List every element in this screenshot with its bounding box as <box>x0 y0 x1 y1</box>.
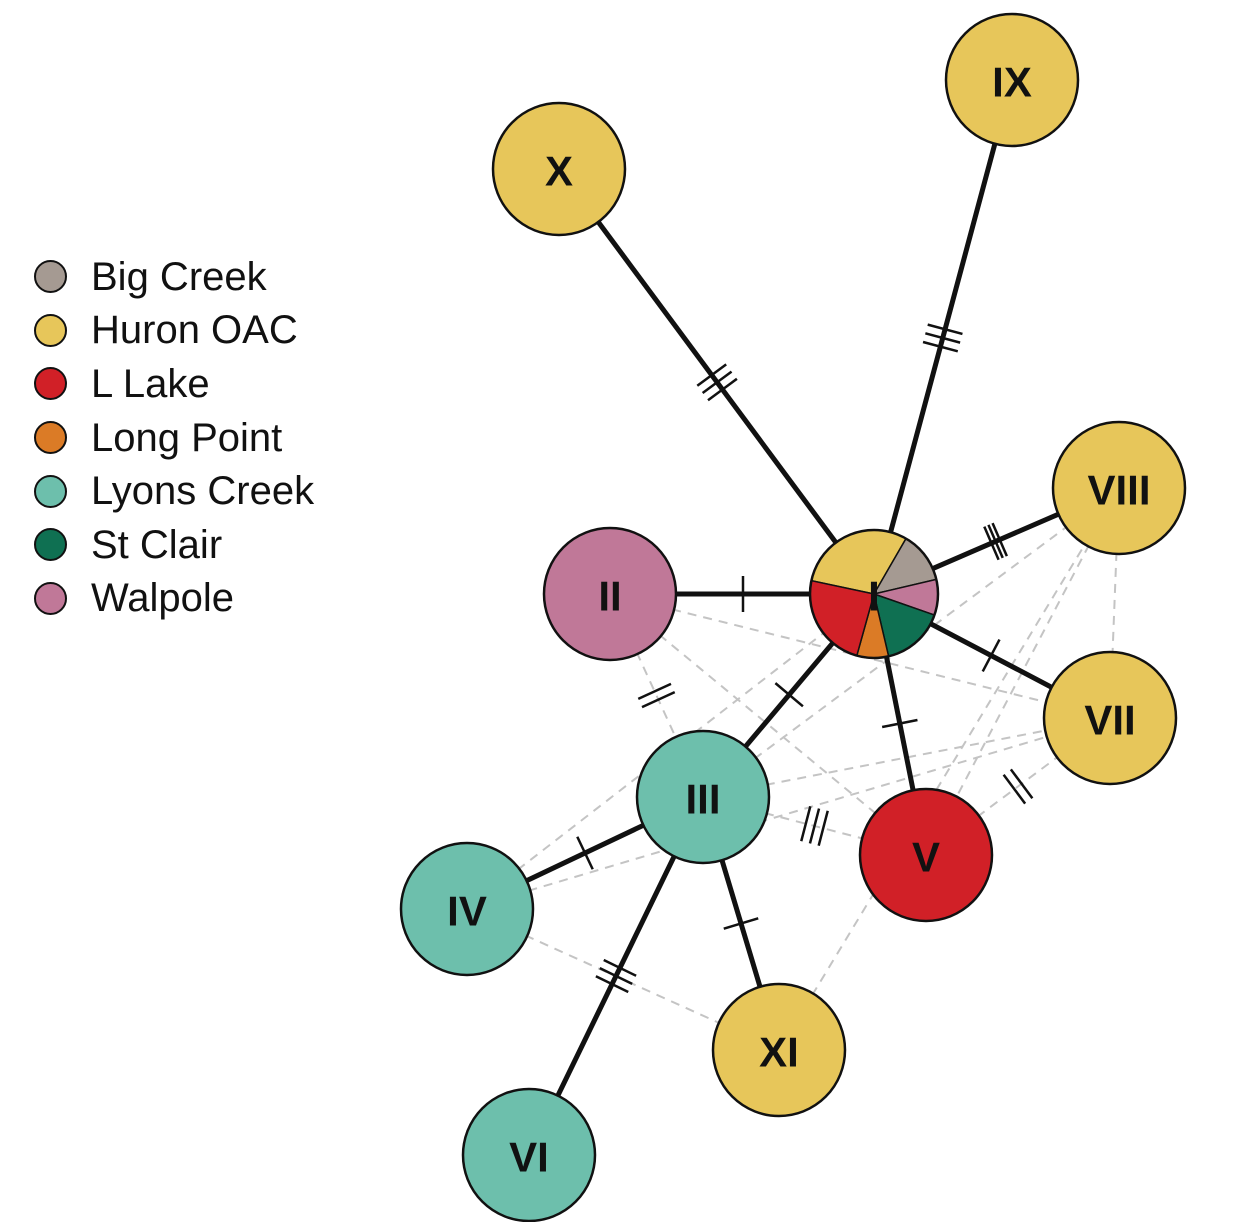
node-label: V <box>912 834 940 881</box>
mutation-tick <box>808 808 821 844</box>
mutation-tick <box>595 975 629 994</box>
legend-label: Walpole <box>91 576 235 621</box>
haplotype-node-ix: IX <box>944 12 1080 148</box>
node-circle <box>711 982 847 1118</box>
legend-swatch <box>34 581 67 615</box>
legend-label: St Clair <box>91 522 223 567</box>
mutation-tick <box>987 524 1004 559</box>
haplotype-node-vi: VI <box>461 1087 597 1222</box>
mutation-tick <box>603 958 637 977</box>
legend-item-walpole: Walpole <box>34 572 314 626</box>
node-circle <box>1051 420 1187 556</box>
legend-item-l-lake: L Lake <box>34 357 314 411</box>
node-circle <box>858 787 994 923</box>
legend-item-st-clair: St Clair <box>34 518 314 572</box>
node-label: IV <box>447 888 487 935</box>
legend-swatch <box>34 474 67 508</box>
legend-item-big-creek: Big Creek <box>34 250 314 304</box>
mutation-tick <box>927 323 963 336</box>
legend-item-long-point: Long Point <box>34 411 314 465</box>
mutation-tick <box>576 836 594 870</box>
haplotype-node-iv: IV <box>399 841 535 977</box>
legend-label: Lyons Creek <box>91 469 315 514</box>
node-label: VI <box>509 1134 549 1181</box>
mutation-tick <box>981 639 1001 673</box>
mutation-tick <box>881 718 918 729</box>
legend-swatch <box>34 260 67 294</box>
alternative-link <box>702 717 1111 798</box>
legend-swatch <box>34 313 67 347</box>
mutation-tick <box>1009 768 1034 799</box>
node-circle <box>944 12 1080 148</box>
node-label: VII <box>1084 697 1135 744</box>
alternative-link <box>925 487 1120 856</box>
node-circle <box>542 526 678 662</box>
mutation-tick <box>696 363 727 387</box>
haplotype-node-x: X <box>491 101 627 237</box>
haplotype-node-iii: III <box>635 729 771 865</box>
node-label: II <box>598 573 621 620</box>
node-circle <box>491 101 627 237</box>
alternative-link <box>609 593 927 856</box>
mutation-tick <box>925 332 961 344</box>
alternative-link <box>466 717 1111 910</box>
haplotype-node-ii: II <box>542 526 678 662</box>
node-label: VIII <box>1087 467 1150 514</box>
alternative-link <box>778 487 1120 1051</box>
node-label: III <box>685 776 720 823</box>
haplotype-node-i: I <box>808 528 940 660</box>
legend-label: Huron OAC <box>91 308 298 353</box>
mutation-tick <box>701 370 733 395</box>
node-label: IX <box>992 59 1032 106</box>
mutation-tick <box>774 682 804 708</box>
node-label: X <box>545 148 573 195</box>
mutation-tick <box>991 522 1009 557</box>
haplotype-node-xi: XI <box>711 982 847 1118</box>
legend-label: Long Point <box>91 415 283 460</box>
haplotype-node-vii: VII <box>1042 650 1178 786</box>
node-label: I <box>868 573 880 620</box>
legend: Big Creek Huron OAC L Lake Long Point Ly… <box>34 250 314 625</box>
node-label: XI <box>759 1029 799 1076</box>
legend-label: Big Creek <box>91 254 267 299</box>
mutation-tick <box>800 805 812 842</box>
mutation-tick <box>922 340 959 353</box>
mutation-tick <box>641 690 676 709</box>
mutation-tick <box>1002 774 1027 805</box>
mutation-tick <box>983 526 1000 561</box>
haplotype-node-v: V <box>858 787 994 923</box>
mutation-tick <box>707 377 738 402</box>
mutation-tick <box>599 967 633 985</box>
legend-item-lyons-creek: Lyons Creek <box>34 464 314 518</box>
legend-label: L Lake <box>91 361 210 406</box>
haplotype-node-viii: VIII <box>1051 420 1187 556</box>
legend-swatch <box>34 421 67 455</box>
node-circle <box>635 729 771 865</box>
legend-item-huron-oac: Huron OAC <box>34 304 314 358</box>
node-circle <box>461 1087 597 1222</box>
legend-swatch <box>34 528 67 562</box>
node-circle <box>1042 650 1178 786</box>
mutation-ticks <box>576 323 1034 994</box>
mutation-tick <box>817 810 829 847</box>
mutation-tick <box>723 917 759 930</box>
legend-swatch <box>34 367 67 401</box>
mutation-tick <box>637 682 672 701</box>
node-circle <box>399 841 535 977</box>
node-outline <box>808 528 940 660</box>
